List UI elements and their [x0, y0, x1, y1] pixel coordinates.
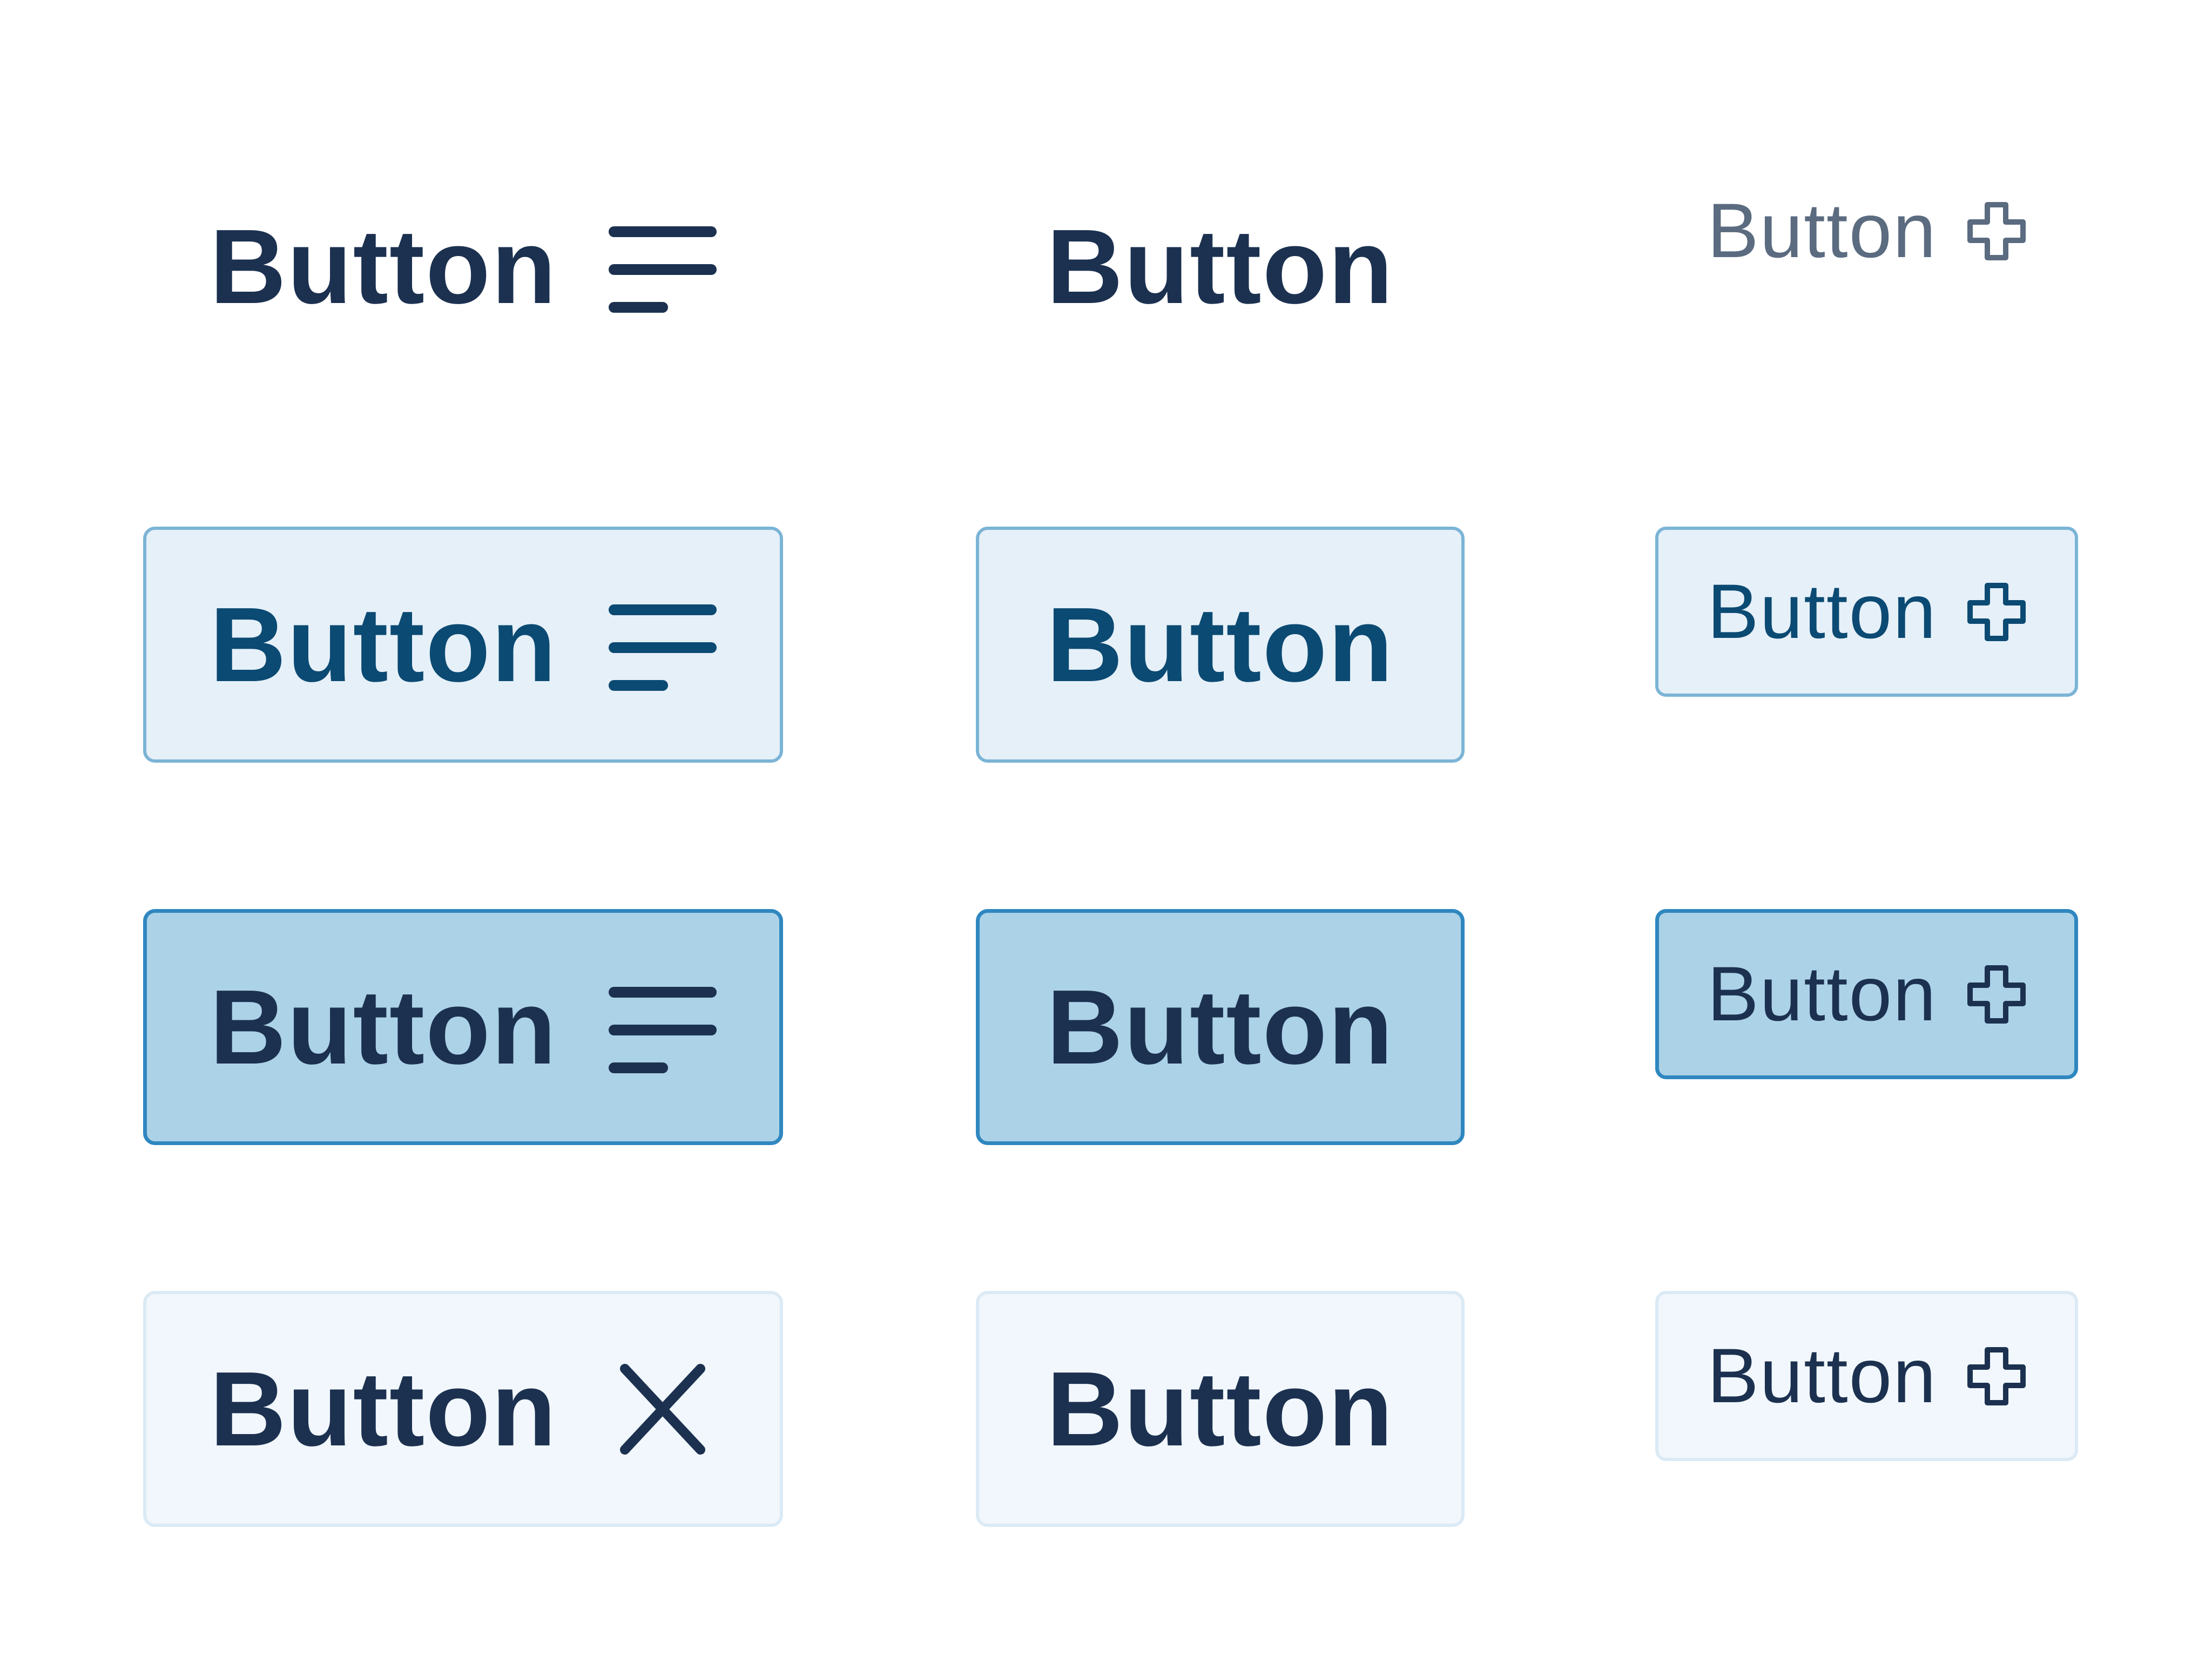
plus-outline-icon	[1967, 965, 2026, 1024]
button-label: Button	[1046, 968, 1394, 1086]
button-label: Button	[1707, 951, 1937, 1037]
soft-close-button[interactable]: Button	[143, 1291, 783, 1527]
soft-add-button[interactable]: Button	[1655, 1291, 2078, 1461]
button-label: Button	[210, 968, 557, 1086]
outline-menu-button[interactable]: Button	[143, 527, 783, 763]
outline-add-button[interactable]: Button	[1655, 527, 2078, 697]
close-x-icon	[609, 1363, 717, 1455]
outline-text-button[interactable]: Button	[976, 527, 1465, 763]
menu-lines-icon	[608, 599, 717, 691]
button-label: Button	[1707, 187, 1937, 274]
button-label: Button	[210, 586, 557, 704]
button-label: Button	[1046, 207, 1394, 326]
plus-outline-icon	[1967, 582, 2026, 642]
menu-lines-icon	[608, 221, 717, 313]
menu-lines-icon	[608, 981, 717, 1073]
plain-text-button[interactable]: Button	[976, 149, 1465, 385]
button-label: Button	[1707, 568, 1937, 655]
filled-menu-button[interactable]: Button	[143, 909, 783, 1145]
button-label: Button	[1046, 586, 1394, 704]
button-label: Button	[1046, 1350, 1394, 1468]
plain-add-button[interactable]: Button	[1655, 146, 2078, 316]
button-label: Button	[1707, 1333, 1937, 1419]
plus-outline-icon	[1967, 201, 2026, 261]
filled-add-button[interactable]: Button	[1655, 909, 2078, 1079]
button-label: Button	[210, 207, 557, 326]
plain-menu-button[interactable]: Button	[143, 149, 783, 385]
plus-outline-icon	[1967, 1347, 2026, 1406]
button-label: Button	[210, 1350, 557, 1468]
filled-text-button[interactable]: Button	[976, 909, 1465, 1145]
soft-text-button[interactable]: Button	[976, 1291, 1465, 1527]
